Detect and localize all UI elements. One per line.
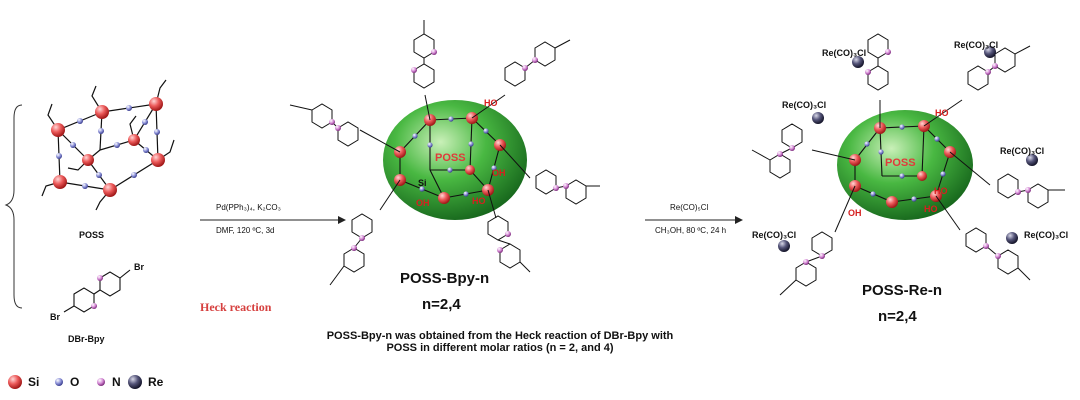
dbr-bpy-label: DBr-Bpy: [68, 334, 105, 344]
arrow2-reagents: Re(CO)₅Cl: [670, 203, 709, 212]
re-centers: [778, 46, 1038, 252]
n-atom: [91, 303, 97, 309]
bromine-label-top: Br: [134, 262, 145, 272]
heck-reaction-label: Heck reaction: [200, 300, 272, 314]
dbr-bpy-molecule: [63, 269, 131, 313]
si-label: Si: [418, 178, 427, 188]
poss-bpy-title: POSS-Bpy-n: [400, 270, 490, 287]
rhenium-carbonyl-label: Re(CO)₃Cl: [954, 40, 999, 50]
legend-label: O: [70, 375, 80, 389]
legend-re: Re: [126, 373, 163, 391]
reaction-arrow-2: [645, 216, 743, 224]
poss-re-title: POSS-Re-n: [862, 282, 943, 299]
arrow1-conditions: DMF, 120 ºC, 3d: [216, 226, 275, 235]
synthesis-description: POSS-Bpy-n was obtained from the Heck re…: [326, 330, 674, 354]
poss-label: POSS: [79, 230, 105, 240]
arrow2-conditions: CH₃OH, 80 ºC, 24 h: [655, 226, 727, 235]
poss-bpy-n-value: n=2,4: [422, 296, 461, 313]
hydroxyl-label: OH: [492, 168, 506, 178]
legend-label: N: [112, 375, 121, 389]
rhenium-carbonyl-label: Re(CO)₃Cl: [822, 48, 867, 58]
rhenium-carbonyl-label: Re(CO)₃Cl: [752, 230, 797, 240]
hydroxyl-label: HO: [934, 186, 948, 196]
n-atom: [97, 275, 103, 281]
rhenium-carbonyl-label: Re(CO)₃Cl: [1024, 230, 1069, 240]
legend-si: Si: [6, 373, 39, 391]
hydroxyl-label: HO: [924, 204, 938, 214]
hydroxyl-label: OH: [416, 198, 430, 208]
poss-cage-left: [41, 79, 175, 211]
rhenium-carbonyl-label: Re(CO)₃Cl: [782, 100, 827, 110]
bromine-label-bottom: Br: [50, 312, 61, 322]
legend-label: Re: [148, 375, 164, 389]
arrow1-reagents: Pd(PPh₃)₄, K₂CO₃: [216, 203, 281, 212]
poss-core-label-right: POSS: [885, 157, 916, 169]
poss-core-label: POSS: [435, 152, 466, 164]
o-atom-icon: [55, 378, 63, 386]
legend-label: Si: [28, 375, 40, 389]
re-atom-icon: [128, 375, 142, 389]
hydroxyl-label: HO: [484, 98, 498, 108]
hydroxyl-label: OH: [848, 208, 862, 218]
n-atom-icon: [97, 378, 105, 386]
si-atom-icon: [8, 375, 22, 389]
legend-o: O: [52, 373, 79, 391]
legend-n: N: [94, 373, 121, 391]
poss-re-n-value: n=2,4: [878, 308, 917, 325]
reaction-arrow-1: [200, 216, 346, 224]
hydroxyl-label: HO: [935, 108, 949, 118]
poss-re-structure: [751, 33, 1065, 296]
hydroxyl-label: HO: [472, 196, 486, 206]
rhenium-carbonyl-label: Re(CO)₃Cl: [1000, 146, 1045, 156]
poss-bpy-structure: [289, 20, 600, 286]
reactant-brace: [4, 104, 23, 309]
